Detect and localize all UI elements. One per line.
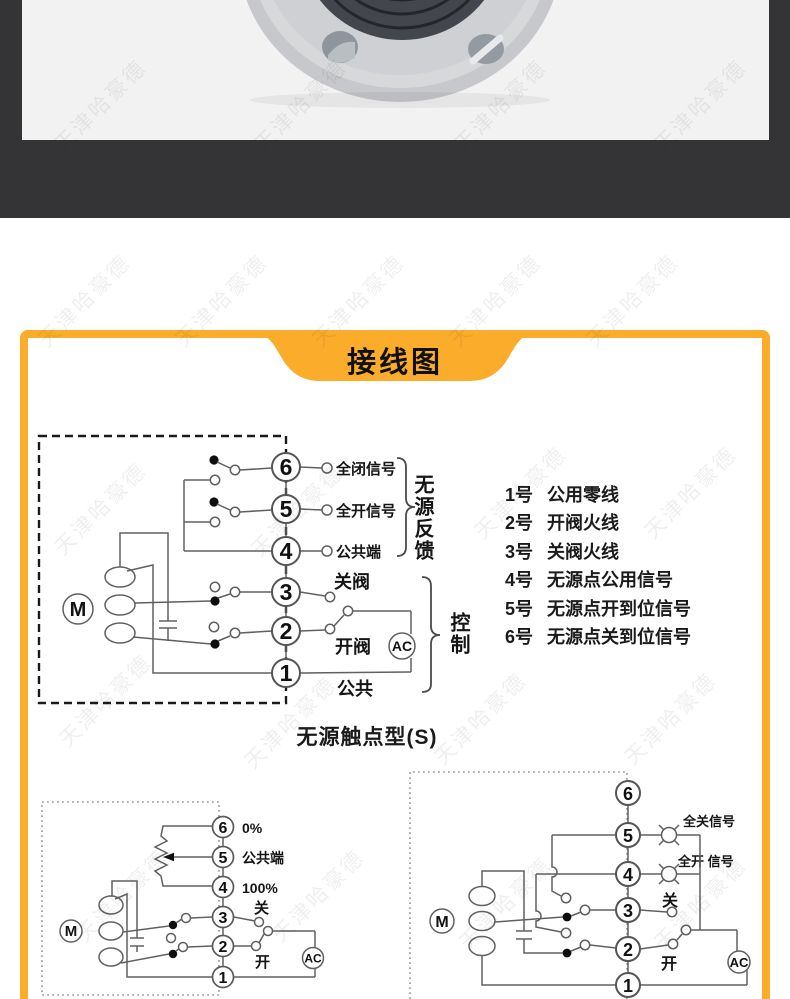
control-brace-label: 控制: [447, 612, 469, 656]
svg-text:1: 1: [623, 976, 633, 996]
list-item: 6号无源点关到位信号: [505, 627, 691, 648]
svg-text:3: 3: [280, 579, 293, 605]
switch-close-valve: [209, 581, 272, 606]
product-photo-section: [0, 0, 790, 218]
svg-text:5: 5: [219, 850, 228, 867]
title-tab: [244, 331, 546, 381]
svg-text:2: 2: [219, 939, 228, 956]
terminal-strip: 6 5 4 3 2 1: [271, 452, 301, 688]
ac-power-symbol: AC: [301, 946, 325, 970]
label-100-percent: 100%: [242, 880, 278, 896]
label-close: 关: [662, 891, 678, 910]
switch-open-valve: [562, 939, 617, 958]
svg-text:4: 4: [219, 880, 228, 897]
wiper-arrow: [163, 852, 174, 862]
svg-text:M: M: [65, 923, 78, 940]
limit-switch-close: [184, 455, 273, 486]
diagram-passive-contact: M: [37, 434, 441, 705]
terminal-description-list: 1号公用零线 2号开阀火线 3号关阀火线 4号无源点公用信号 5号无源点开到位信…: [505, 481, 691, 651]
label-open: 开: [661, 955, 677, 973]
flange-image: [246, 0, 554, 108]
svg-text:M: M: [435, 914, 448, 931]
terminal-strip: 6 5 4 3 2 1: [615, 780, 641, 998]
label-full-open-signal: 全开信号: [335, 502, 396, 520]
svg-text:M: M: [70, 599, 87, 621]
list-item: 1号公用零线: [505, 485, 619, 505]
label-open-valve: 开阀: [335, 636, 371, 657]
svg-text:1: 1: [219, 970, 228, 987]
switch-open-valve: [165, 932, 213, 959]
label-close: 关: [254, 899, 269, 917]
svg-text:6: 6: [219, 820, 228, 837]
label-common-terminal: 公共端: [242, 850, 284, 866]
feedback-brace: [396, 457, 416, 557]
card-title: 接线图: [346, 347, 443, 379]
control-brace: [421, 576, 441, 693]
label-full-close-signal: 全关信号: [682, 814, 735, 829]
svg-text:2: 2: [280, 618, 293, 644]
switch-open-valve: [208, 621, 273, 649]
ac-power-symbol: AC: [388, 632, 416, 660]
label-full-close-signal: 全闭信号: [335, 460, 396, 478]
svg-text:6: 6: [280, 454, 293, 480]
lamp-icon: [640, 824, 700, 846]
product-photo: [22, 0, 769, 140]
diagram-caption: 无源触点型(S): [296, 726, 438, 749]
label-common-terminal: 公共端: [336, 543, 381, 561]
list-item: 2号开阀火线: [505, 513, 619, 534]
svg-text:4: 4: [623, 865, 633, 885]
svg-text:AC: AC: [392, 638, 412, 654]
diagram-lamp-indication: 全关信号 全开 信号 关 开 AC: [409, 771, 751, 999]
capacitor-symbol: [119, 532, 177, 641]
motor-symbol: M: [429, 885, 496, 957]
motor-symbol: M: [62, 566, 136, 644]
label-common: 公共: [337, 679, 373, 699]
svg-text:5: 5: [280, 496, 293, 522]
svg-text:2: 2: [623, 940, 633, 960]
actuator-boundary: [37, 434, 288, 705]
label-close-valve: 关阀: [334, 571, 370, 592]
svg-text:5: 5: [623, 826, 633, 846]
svg-text:AC: AC: [304, 952, 322, 966]
list-item: 5号无源点开到位信号: [505, 598, 691, 619]
potentiometer-symbol: [153, 825, 212, 887]
list-item: 3号关阀火线: [505, 541, 619, 562]
svg-text:1: 1: [280, 660, 293, 686]
switch-close-valve: [168, 912, 213, 930]
actuator-boundary: [41, 801, 220, 996]
wiring-card: [20, 330, 770, 999]
capacitor-symbol: [111, 880, 144, 952]
ac-power-symbol: AC: [727, 950, 751, 974]
svg-text:4: 4: [280, 538, 293, 564]
svg-text:6: 6: [623, 784, 633, 804]
label-0-percent: 0%: [242, 820, 263, 836]
svg-text:3: 3: [219, 910, 228, 927]
limit-switch-open: [184, 497, 273, 528]
label-full-open-signal: 全开 信号: [677, 854, 734, 869]
motor-symbol: M: [59, 895, 124, 967]
diagram-potentiometer: 0% 公共端 100% M: [41, 801, 325, 996]
list-item: 4号无源点公用信号: [505, 570, 673, 591]
lamp-icon: [640, 863, 700, 885]
svg-text:3: 3: [623, 901, 633, 921]
switch-close-valve: [562, 904, 616, 922]
actuator-boundary: [409, 771, 628, 999]
label-open: 开: [255, 954, 270, 971]
feedback-brace-label: 无源反馈: [411, 474, 433, 562]
terminal-strip: 6 5 4 3 2 1: [211, 815, 235, 989]
svg-text:AC: AC: [730, 955, 749, 970]
capacitor-symbol: [516, 930, 563, 954]
